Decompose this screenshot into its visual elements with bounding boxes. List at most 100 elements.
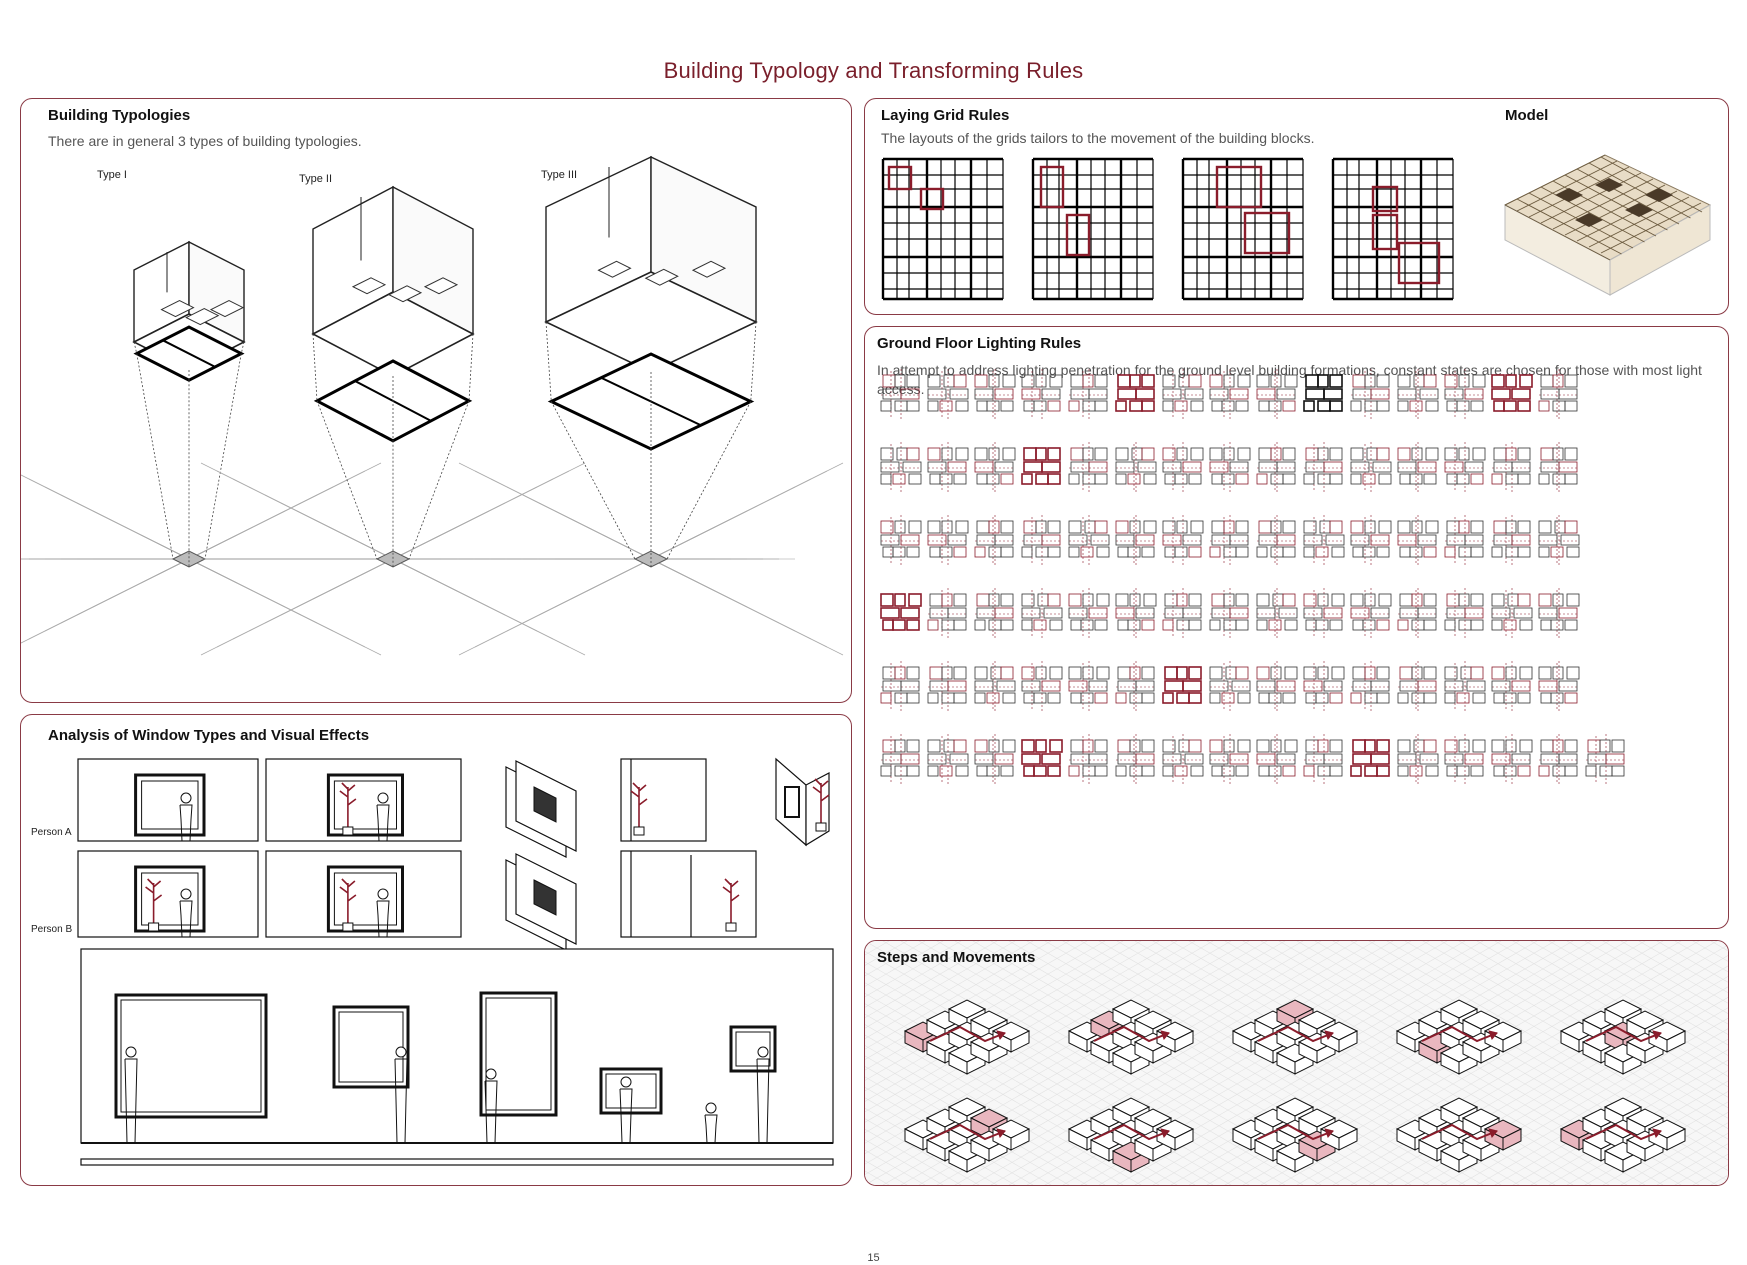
lighting-variant xyxy=(1256,661,1298,713)
scene-frame xyxy=(265,850,462,938)
elevation-frame xyxy=(80,948,834,1144)
projection-line xyxy=(750,321,757,402)
lighting-variant xyxy=(1397,588,1438,640)
movement-path xyxy=(1093,1123,1170,1141)
door-scene-1 xyxy=(620,758,707,842)
lighting-variant xyxy=(1068,734,1109,786)
model-grid xyxy=(1516,198,1622,255)
movement-arrow xyxy=(1652,1128,1662,1138)
model-image xyxy=(1503,154,1712,296)
building-typologies-heading: Building Typologies xyxy=(48,107,191,124)
lighting-variant xyxy=(1303,374,1343,412)
lighting-variant xyxy=(1491,734,1533,786)
movement-arrow xyxy=(996,1030,1006,1040)
lighting-variant xyxy=(1444,588,1485,640)
movement-path xyxy=(1421,1123,1498,1141)
lighting-variant xyxy=(927,369,969,421)
lighting-variant xyxy=(1115,442,1157,494)
window-analysis-panel: Analysis of Window Types and Visual Effe… xyxy=(20,714,852,1186)
window-glass xyxy=(333,780,397,830)
steps-background-grid xyxy=(865,941,1728,1185)
window-frame xyxy=(784,786,800,818)
plant-figure xyxy=(722,878,740,923)
lighting-variant xyxy=(1068,661,1110,713)
elevation-window-glass xyxy=(120,999,262,1113)
lighting-variant xyxy=(1209,588,1250,640)
step-diagram xyxy=(1559,999,1687,1075)
lighting-variant xyxy=(1021,515,1062,567)
lighting-variant xyxy=(974,661,1016,713)
person-figure xyxy=(619,1088,633,1144)
person-b-label: Person B xyxy=(31,924,73,935)
lighting-variant xyxy=(1397,442,1439,494)
lighting-variant xyxy=(1303,588,1345,640)
movement-arrow xyxy=(1488,1128,1498,1138)
lighting-variant xyxy=(1444,442,1486,494)
grid-rules-panel: Laying Grid Rules The layouts of the gri… xyxy=(864,98,1729,315)
lighting-variant xyxy=(1491,515,1532,567)
person-figure xyxy=(179,804,193,842)
person-figure xyxy=(376,804,390,842)
projection-line xyxy=(316,400,378,560)
lighting-variant xyxy=(1538,369,1579,421)
typology-3-group xyxy=(458,155,844,656)
lighting-variant xyxy=(1538,515,1580,567)
lighting-variant xyxy=(1256,734,1298,786)
lighting-variant xyxy=(880,515,922,567)
person-figure xyxy=(376,900,390,938)
lighting-variant xyxy=(1538,734,1579,786)
base-grid-line xyxy=(188,462,382,560)
lighting-variant xyxy=(974,515,1015,567)
elevation-window-3 xyxy=(479,991,558,1117)
lighting-variant xyxy=(1162,734,1204,786)
movement-path xyxy=(929,1025,1006,1043)
lighting-variant xyxy=(1209,369,1251,421)
model-grid xyxy=(1600,156,1703,213)
grid-rules-heading: Laying Grid Rules xyxy=(881,107,1010,124)
block-outline xyxy=(887,165,913,191)
lighting-variant xyxy=(1256,369,1298,421)
model-void xyxy=(1625,203,1653,217)
person-a-label: Person A xyxy=(31,827,72,838)
lighting-variant xyxy=(1115,734,1156,786)
model-grid xyxy=(1540,172,1642,224)
model-void xyxy=(1555,188,1583,202)
model-grid xyxy=(1504,204,1611,261)
window-scene-4 xyxy=(265,850,462,938)
step-diagram xyxy=(1067,1097,1195,1173)
lighting-variant xyxy=(1350,739,1390,777)
iso-window-1 xyxy=(505,760,577,858)
projection-line xyxy=(468,333,474,401)
model-void xyxy=(1575,213,1603,227)
lighting-variant xyxy=(1444,515,1485,567)
movement-arrow xyxy=(1652,1030,1662,1040)
long-elevation xyxy=(80,948,834,1166)
plant-pot xyxy=(725,922,737,932)
person-figure xyxy=(705,1102,717,1114)
grid-rules-drawing xyxy=(881,157,1454,301)
lighting-variant xyxy=(1444,369,1486,421)
lighting-variant xyxy=(1256,515,1297,567)
plant-pot xyxy=(633,826,645,836)
lighting-variant xyxy=(1162,369,1204,421)
elevation-window-glass xyxy=(485,997,552,1111)
plant-pot xyxy=(815,822,827,832)
lighting-variant xyxy=(1068,442,1109,494)
movement-arrow xyxy=(1324,1030,1334,1040)
type-2-label: Type II xyxy=(299,173,333,185)
lighting-variant xyxy=(1350,442,1392,494)
furniture xyxy=(597,260,632,278)
lighting-variant xyxy=(927,515,969,567)
model-grid xyxy=(1576,168,1680,225)
furniture xyxy=(185,308,220,326)
person-figure xyxy=(180,888,192,900)
furniture xyxy=(209,300,245,318)
lighting-variants-matrix xyxy=(880,369,1626,786)
furniture xyxy=(351,277,387,295)
person-figure xyxy=(484,1080,498,1144)
block-outline xyxy=(1371,213,1399,251)
corner-window xyxy=(775,757,830,847)
plant-figure xyxy=(339,782,357,827)
block-outline xyxy=(1065,213,1091,257)
lighting-variant xyxy=(880,661,921,713)
